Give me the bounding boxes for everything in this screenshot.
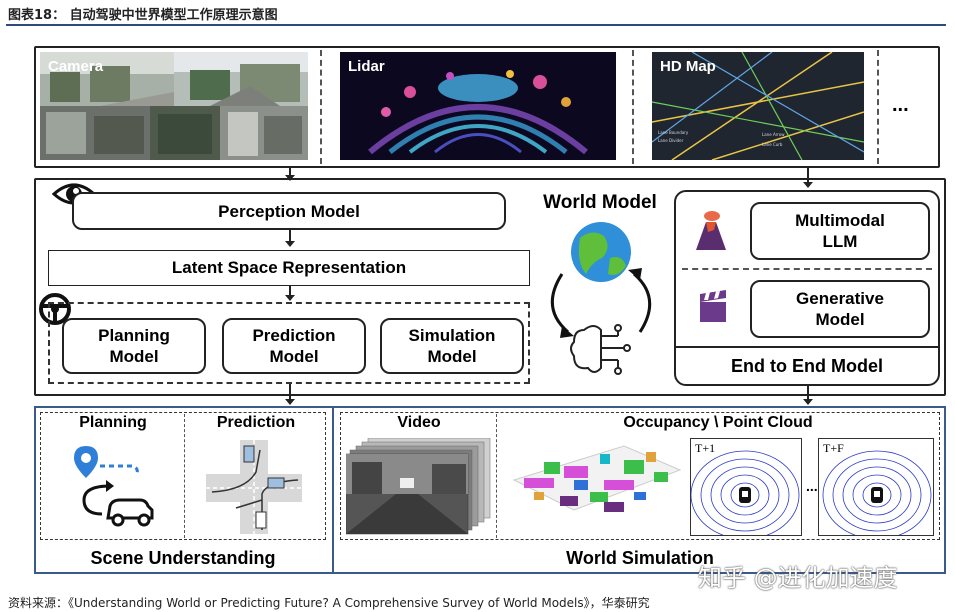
svg-text:Lane Curb: Lane Curb xyxy=(762,142,783,147)
pointcloud-frame-t1-label: T+1 xyxy=(695,441,716,455)
arrow-perception-to-latent xyxy=(285,230,295,247)
perception-model-box: Perception Model xyxy=(72,192,506,230)
figure-title: 图表18： 自动驾驶中世界模型工作原理示意图 xyxy=(8,8,278,23)
world-simulation-title: World Simulation xyxy=(566,548,714,568)
world-model-title: World Model xyxy=(543,192,657,213)
intersection-prediction-icon xyxy=(206,440,302,534)
scene-inner-divider xyxy=(184,414,185,538)
sim-inner-divider xyxy=(496,414,497,538)
input-panel xyxy=(34,46,940,168)
e2e-divider xyxy=(682,268,932,270)
world-model-cycle-graphic xyxy=(550,222,652,375)
prediction-label: Prediction xyxy=(216,414,296,431)
downstream-models-group xyxy=(48,302,530,384)
arrow-models-to-scene xyxy=(285,384,295,405)
occupancy-label: Occupancy \ Point Cloud xyxy=(623,414,813,431)
scene-understanding-title: Scene Understanding xyxy=(90,548,276,568)
lidar-image: Lidar xyxy=(340,52,616,160)
scene-understanding-group xyxy=(40,412,326,540)
output-panel-divider xyxy=(332,406,334,574)
svg-text:Lane Divider: Lane Divider xyxy=(658,138,684,143)
arrow-e2e-to-simulation xyxy=(803,384,813,405)
volcano-icon xyxy=(696,211,726,250)
title-rule xyxy=(6,24,946,26)
svg-text:Lane Boundary: Lane Boundary xyxy=(658,130,689,135)
planning-label: Planning xyxy=(79,414,147,431)
simulation-model-box: Simulation Model xyxy=(380,318,524,374)
world-simulation-group xyxy=(340,412,940,540)
lidar-label: Lidar xyxy=(348,58,385,75)
route-planning-icon xyxy=(74,446,154,527)
camera-image: Camera xyxy=(40,52,308,160)
arrow-inputs-to-e2e xyxy=(803,166,813,188)
multimodal-llm-box: Multimodal LLM xyxy=(750,202,930,260)
video-frames-image xyxy=(346,438,491,535)
e2e-bottom-rule xyxy=(676,346,938,348)
input-divider-3 xyxy=(877,50,879,164)
model-panel xyxy=(34,178,946,396)
camera-label: Camera xyxy=(48,58,104,75)
output-panel xyxy=(34,406,946,574)
hdmap-label: HD Map xyxy=(660,58,716,75)
pointcloud-frame-t1: T+1 xyxy=(690,438,802,536)
more-inputs-ellipsis: ... xyxy=(892,94,909,116)
pointcloud-ellipsis: ... xyxy=(806,478,818,494)
svg-text:Lane Arrow: Lane Arrow xyxy=(762,132,785,137)
end-to-end-label: End to End Model xyxy=(731,356,883,376)
generative-model-box: Generative Model xyxy=(750,280,930,338)
clapperboard-icon xyxy=(700,290,726,322)
input-divider-2 xyxy=(632,50,634,164)
occupancy-image xyxy=(512,445,682,512)
planning-model-box: Planning Model xyxy=(62,318,206,374)
video-label: Video xyxy=(397,414,441,431)
input-divider-1 xyxy=(320,50,322,164)
pointcloud-frame-tf: T+F xyxy=(818,438,934,536)
prediction-model-box: Prediction Model xyxy=(222,318,366,374)
steering-wheel-icon xyxy=(39,293,71,325)
source-footnote: 资料来源：《Understanding World or Predicting … xyxy=(8,596,650,610)
pointcloud-frame-tf-label: T+F xyxy=(823,441,844,455)
watermark: 知乎 @进化加速度 xyxy=(698,564,898,592)
arrow-latent-to-models xyxy=(285,286,295,301)
hdmap-image: Lane Boundary Lane Divider Lane Arrow La… xyxy=(652,52,864,160)
latent-space-box: Latent Space Representation xyxy=(48,250,530,286)
